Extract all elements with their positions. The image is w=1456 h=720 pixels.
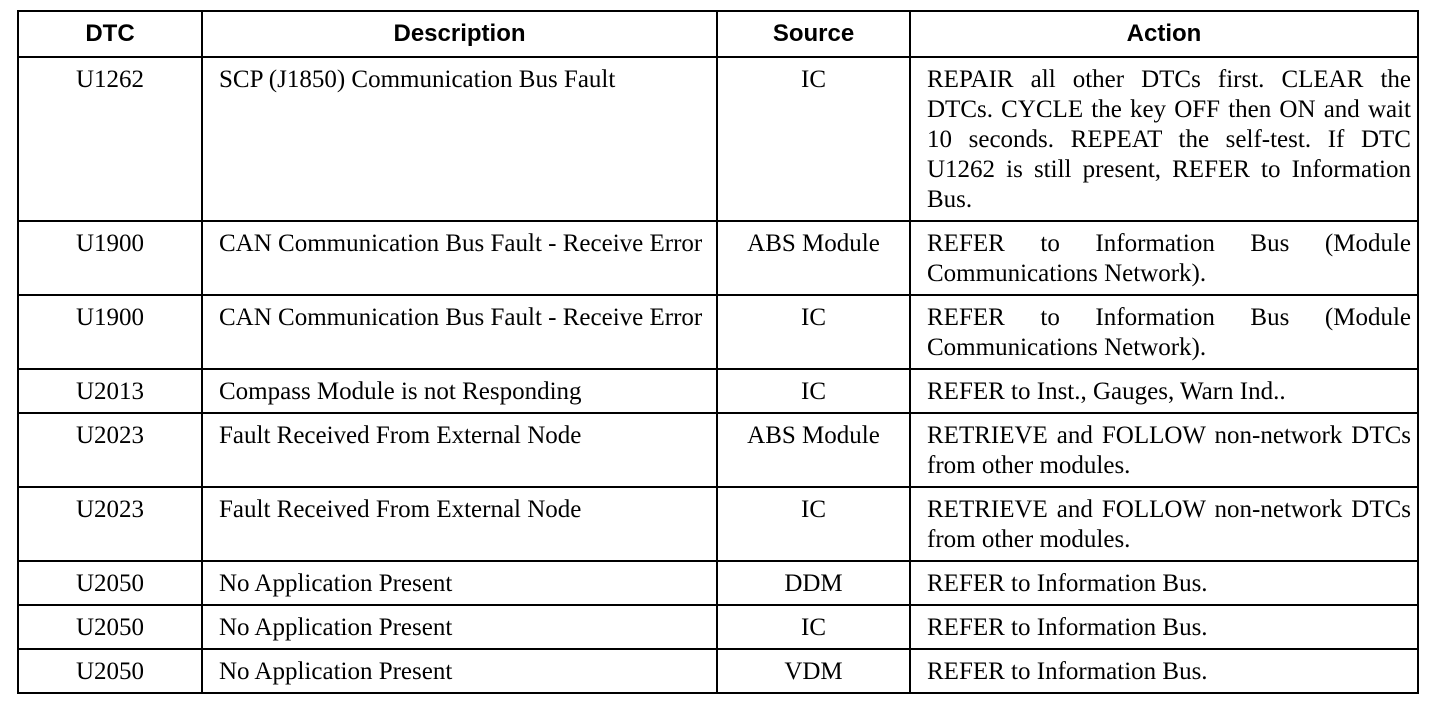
- cell-source: DDM: [716, 560, 911, 606]
- cell-source: ABS Module: [716, 412, 911, 488]
- cell-source: IC: [716, 486, 911, 562]
- cell-action: REFER to Information Bus.: [909, 560, 1419, 606]
- header-description: Description: [201, 10, 718, 58]
- cell-source: VDM: [716, 648, 911, 694]
- cell-source: IC: [716, 604, 911, 650]
- cell-dtc: U2050: [17, 560, 203, 606]
- cell-description: CAN Communication Bus Fault - Receive Er…: [201, 294, 718, 370]
- cell-dtc: U1262: [17, 56, 203, 222]
- table-body: U1262 SCP (J1850) Communication Bus Faul…: [17, 56, 1419, 694]
- cell-description: Fault Received From External Node: [201, 412, 718, 488]
- table-header: DTC Description Source Action: [17, 10, 1419, 58]
- table-row: U1900 CAN Communication Bus Fault - Rece…: [17, 294, 1419, 370]
- table-row: U2050 No Application Present IC REFER to…: [17, 604, 1419, 650]
- cell-action: RETRIEVE and FOLLOW non-network DTCs fro…: [909, 412, 1419, 488]
- cell-description: No Application Present: [201, 648, 718, 694]
- cell-dtc: U2050: [17, 648, 203, 694]
- table-row: U2023 Fault Received From External Node …: [17, 412, 1419, 488]
- header-dtc: DTC: [17, 10, 203, 58]
- cell-action: REFER to Information Bus.: [909, 604, 1419, 650]
- cell-source: IC: [716, 294, 911, 370]
- cell-dtc: U1900: [17, 220, 203, 296]
- cell-dtc: U2023: [17, 486, 203, 562]
- table-row: U1262 SCP (J1850) Communication Bus Faul…: [17, 56, 1419, 222]
- cell-description: No Application Present: [201, 604, 718, 650]
- header-source: Source: [716, 10, 911, 58]
- cell-description: CAN Communication Bus Fault - Receive Er…: [201, 220, 718, 296]
- table-row: U1900 CAN Communication Bus Fault - Rece…: [17, 220, 1419, 296]
- cell-action: RETRIEVE and FOLLOW non-network DTCs fro…: [909, 486, 1419, 562]
- cell-dtc: U2050: [17, 604, 203, 650]
- cell-action: REFER to Information Bus (Module Communi…: [909, 294, 1419, 370]
- header-row: DTC Description Source Action: [17, 10, 1419, 58]
- cell-action: REFER to Information Bus (Module Communi…: [909, 220, 1419, 296]
- cell-dtc: U2013: [17, 368, 203, 414]
- cell-description: No Application Present: [201, 560, 718, 606]
- cell-action: REFER to Inst., Gauges, Warn Ind..: [909, 368, 1419, 414]
- cell-source: IC: [716, 368, 911, 414]
- cell-action: REPAIR all other DTCs first. CLEAR the D…: [909, 56, 1419, 222]
- table-row: U2050 No Application Present DDM REFER t…: [17, 560, 1419, 606]
- dtc-table: DTC Description Source Action U1262 SCP …: [17, 10, 1419, 694]
- table-row: U2050 No Application Present VDM REFER t…: [17, 648, 1419, 694]
- cell-dtc: U1900: [17, 294, 203, 370]
- table-row: U2023 Fault Received From External Node …: [17, 486, 1419, 562]
- cell-action: REFER to Information Bus.: [909, 648, 1419, 694]
- table-row: U2013 Compass Module is not Responding I…: [17, 368, 1419, 414]
- header-action: Action: [909, 10, 1419, 58]
- cell-description: Compass Module is not Responding: [201, 368, 718, 414]
- cell-source: ABS Module: [716, 220, 911, 296]
- cell-description: SCP (J1850) Communication Bus Fault: [201, 56, 718, 222]
- cell-description: Fault Received From External Node: [201, 486, 718, 562]
- cell-source: IC: [716, 56, 911, 222]
- cell-dtc: U2023: [17, 412, 203, 488]
